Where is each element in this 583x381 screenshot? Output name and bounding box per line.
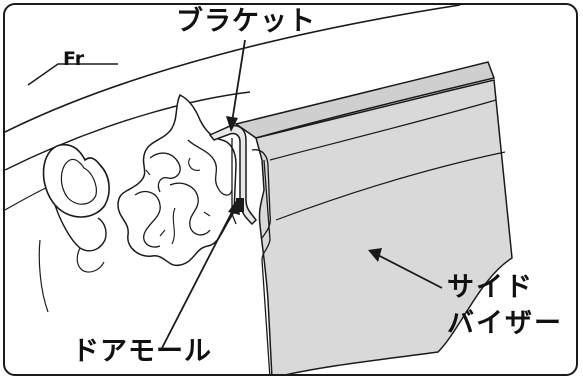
door-molding-arrowhead <box>228 198 240 215</box>
clip-tab <box>236 198 244 212</box>
visor-crease-1 <box>269 99 497 161</box>
bracket-shape <box>208 124 257 226</box>
side-visor-leader-line <box>375 253 443 289</box>
side-visor-label-line2: バイザー <box>447 308 563 339</box>
door-body-inner-line <box>5 91 251 171</box>
visor-crease-2 <box>275 151 506 221</box>
bracket-arrowhead <box>226 116 238 132</box>
door-molding-section <box>117 93 237 267</box>
door-molding-leader-line <box>161 209 234 349</box>
side-visor-label: サイド バイザー <box>447 270 563 342</box>
bracket-label: ブラケット <box>176 6 316 37</box>
side-visor-label-line1: サイド <box>447 272 534 303</box>
door-molding-label: ドアモール <box>72 336 212 367</box>
side-visor-body <box>255 79 513 374</box>
bracket-leader-line <box>231 39 246 123</box>
weatherstrip-seal <box>42 143 110 218</box>
front-direction-arrow <box>27 63 118 86</box>
side-visor-top-flange <box>234 61 496 139</box>
door-panel-line <box>38 239 49 313</box>
front-indicator-label: Fr <box>63 48 85 70</box>
side-visor-arrowhead <box>368 248 382 262</box>
door-body-outline <box>5 5 461 133</box>
